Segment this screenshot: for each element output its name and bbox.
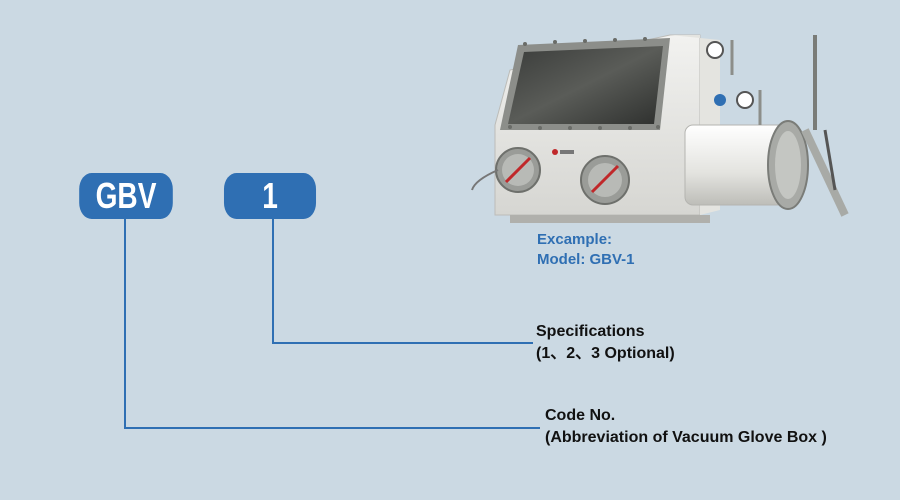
connector-code-no xyxy=(124,219,540,429)
brand-logo-text xyxy=(560,150,574,154)
vacuum-glove-box-photo xyxy=(471,34,849,223)
code-no-annotation: Code No. (Abbreviation of Vacuum Glove B… xyxy=(545,405,827,449)
connector-specifications xyxy=(272,219,533,344)
specifications-detail: (1、2、3 Optional) xyxy=(536,345,675,362)
specifications-title: Specifications xyxy=(536,323,645,340)
code-prefix-text: GBV xyxy=(95,175,157,216)
code-suffix-pill: 1 xyxy=(223,173,317,219)
glovebox-base xyxy=(510,215,710,223)
example-label: Excample: xyxy=(537,231,613,248)
code-suffix-text: 1 xyxy=(262,175,278,216)
specifications-annotation: Specifications (1、2、3 Optional) xyxy=(536,321,675,365)
glove-port-right xyxy=(580,155,630,205)
code-prefix-pill: GBV xyxy=(79,173,173,219)
example-model: Model: GBV-1 xyxy=(537,251,635,268)
power-cable xyxy=(471,169,499,191)
pressure-gauges xyxy=(706,40,762,125)
example-caption: Excample: Model: GBV-1 xyxy=(537,230,635,270)
glovebox-window-glass xyxy=(508,46,663,124)
code-no-detail: (Abbreviation of Vacuum Glove Box ) xyxy=(545,429,827,446)
brand-logo-mark xyxy=(552,149,558,155)
frame-bolts xyxy=(508,37,660,130)
code-no-title: Code No. xyxy=(545,407,616,424)
glove-port-left xyxy=(495,147,541,193)
